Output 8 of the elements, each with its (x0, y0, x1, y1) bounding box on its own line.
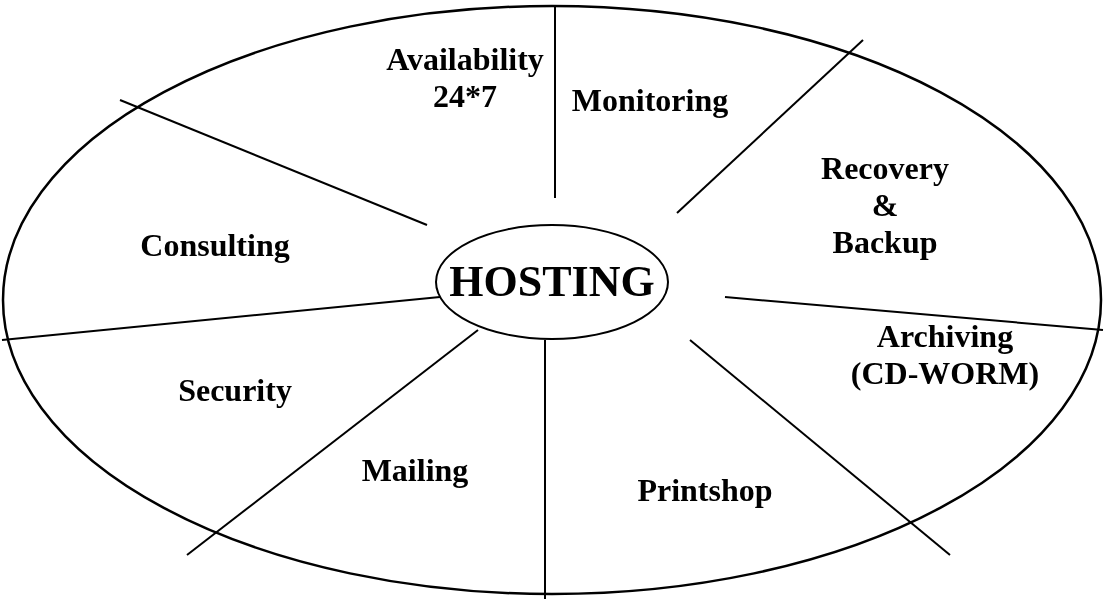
sector-label: Archiving (CD-WORM) (845, 318, 1045, 392)
sector-label: Printshop (605, 471, 805, 509)
sector-label: Recovery & Backup (819, 149, 951, 261)
hub-ellipse: HOSTING (435, 224, 669, 340)
sector-label: Mailing (335, 451, 495, 489)
outer-ellipse (1, 4, 1103, 596)
sector-label: Security (155, 371, 315, 409)
sector-label: Consulting (125, 226, 305, 264)
